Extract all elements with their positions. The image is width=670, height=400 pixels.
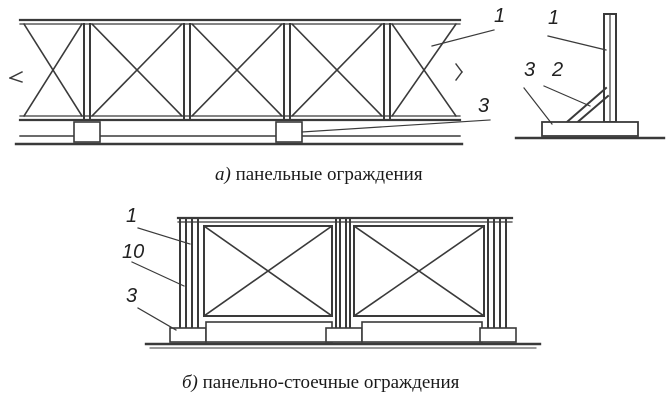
side-base-block [541, 121, 639, 137]
callout-b-post: 10 [122, 241, 145, 263]
callout-panel: 1 [494, 5, 506, 27]
callout-side-base: 3 [524, 59, 536, 81]
b-panel-cross-braces [202, 224, 486, 318]
callout-side-post: 1 [548, 7, 560, 29]
caption-a-text: панельные ограждения [235, 164, 423, 185]
b-base-beam [361, 321, 483, 343]
panel-posts [83, 23, 391, 121]
b-base-beam [205, 321, 333, 343]
panel-fence-front-view [9, 18, 495, 146]
break-left [9, 71, 23, 79]
callout-b-panel: 1 [126, 205, 138, 227]
break-right-2 [455, 71, 463, 81]
caption-b-text: панельно-стоечные ограждения [202, 372, 460, 393]
b-leader-base [137, 307, 177, 331]
base-block [275, 121, 303, 143]
panel-post-fence [131, 216, 542, 349]
break-left-2 [9, 77, 23, 83]
leader-base [301, 119, 491, 133]
base-block [73, 121, 101, 143]
callout-side-brace: 2 [552, 59, 564, 81]
b-panel-frame [203, 225, 333, 317]
b-panel-frame [353, 225, 485, 317]
leader-side-brace [543, 85, 591, 107]
panel-fence-side-view [514, 13, 666, 140]
b-leader-panel [137, 227, 191, 245]
leader-side-base [523, 87, 553, 125]
b-base-block [325, 327, 363, 343]
b-posts [179, 217, 507, 329]
leader-panel [431, 29, 495, 47]
caption-b-letter: б) [182, 372, 198, 393]
break-right [455, 63, 463, 73]
caption-b: б) панельно-стоечные ограждения [182, 372, 459, 394]
caption-a-letter: а) [215, 164, 231, 185]
panel-cross-braces [22, 22, 458, 118]
callout-b-base: 3 [126, 285, 138, 307]
leader-side-post [547, 35, 607, 51]
b-leader-post [131, 261, 185, 287]
b-base-block [479, 327, 517, 343]
callout-base: 3 [478, 95, 490, 117]
caption-a: а) панельные ограждения [215, 164, 423, 186]
